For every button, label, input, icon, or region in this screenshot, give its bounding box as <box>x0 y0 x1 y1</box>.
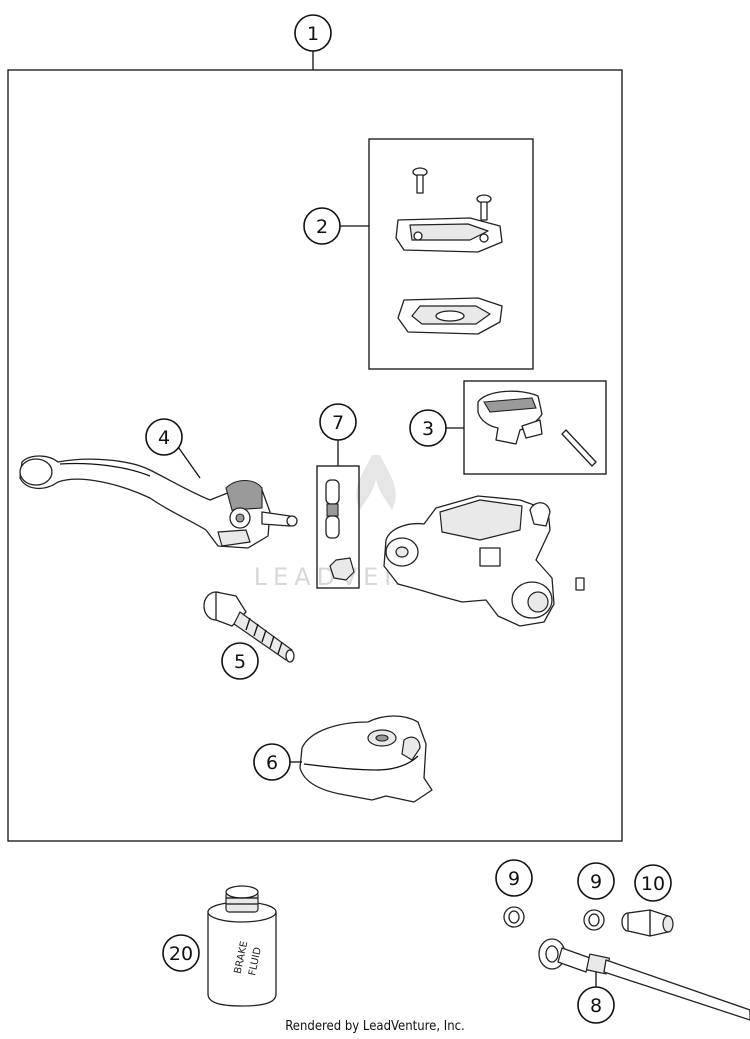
watermark-logo-icon <box>356 455 396 510</box>
callout-9-right[interactable]: 9 <box>577 862 615 900</box>
brake-lever-icon <box>19 455 271 549</box>
callout-9-left[interactable]: 9 <box>495 859 533 897</box>
svg-text:5: 5 <box>234 651 246 673</box>
svg-text:7: 7 <box>332 412 344 434</box>
svg-text:1: 1 <box>307 23 319 45</box>
cover-screw-icon <box>476 194 492 221</box>
svg-text:9: 9 <box>590 871 602 893</box>
callout-5[interactable]: 5 <box>221 642 259 680</box>
svg-text:3: 3 <box>422 418 434 440</box>
assembly-frame <box>7 69 623 842</box>
piston-icon <box>325 479 340 505</box>
master-cylinder-housing <box>383 495 585 627</box>
callout-6[interactable]: 6 <box>253 743 291 781</box>
part-4-brake-lever[interactable] <box>19 443 298 549</box>
callout-7[interactable]: 7 <box>319 403 357 441</box>
piston-nut-icon <box>329 557 355 581</box>
callout-4[interactable]: 4 <box>145 418 183 456</box>
svg-text:9: 9 <box>508 868 520 890</box>
part-2-box <box>368 138 534 370</box>
svg-text:4: 4 <box>158 427 170 449</box>
svg-text:20: 20 <box>169 943 193 965</box>
part-8-brake-line[interactable] <box>538 938 750 1021</box>
footer-credit: Rendered by LeadVenture, Inc. <box>285 1019 465 1034</box>
part-9-sealing-ring[interactable] <box>583 909 605 931</box>
part-7-piston-kit[interactable] <box>316 440 360 589</box>
cover-screw-icon <box>412 167 428 194</box>
callout-1[interactable]: 1 <box>294 14 332 52</box>
callout-10[interactable]: 10 <box>634 864 672 902</box>
callout-8[interactable]: 8 <box>577 986 615 1024</box>
brake-hose-icon <box>603 959 750 1021</box>
part-2-reservoir-cover-kit[interactable] <box>340 138 534 370</box>
callout-20[interactable]: 20 <box>162 934 200 972</box>
svg-text:2: 2 <box>316 216 328 238</box>
svg-text:10: 10 <box>641 873 665 895</box>
reservoir-guard-icon <box>299 715 433 803</box>
part-20-brake-fluid[interactable]: BRAKE FLUID <box>207 885 277 1007</box>
part-5-adjuster-screw[interactable] <box>203 591 295 663</box>
part-9-sealing-ring[interactable] <box>503 906 525 928</box>
brake-fluid-bottle-icon <box>207 911 277 1007</box>
lever-pushrod-icon <box>261 511 291 527</box>
clamp-pin-icon <box>561 429 597 467</box>
part-10-banjo-bolt[interactable] <box>621 909 674 937</box>
callout-2[interactable]: 2 <box>303 207 341 245</box>
svg-text:8: 8 <box>590 995 602 1017</box>
lever-adjuster-icon <box>225 479 263 511</box>
part-6-reservoir-guard[interactable] <box>290 715 433 803</box>
part-3-handlebar-clamp-kit[interactable] <box>446 380 607 475</box>
svg-text:6: 6 <box>266 752 278 774</box>
callout-3[interactable]: 3 <box>409 409 447 447</box>
